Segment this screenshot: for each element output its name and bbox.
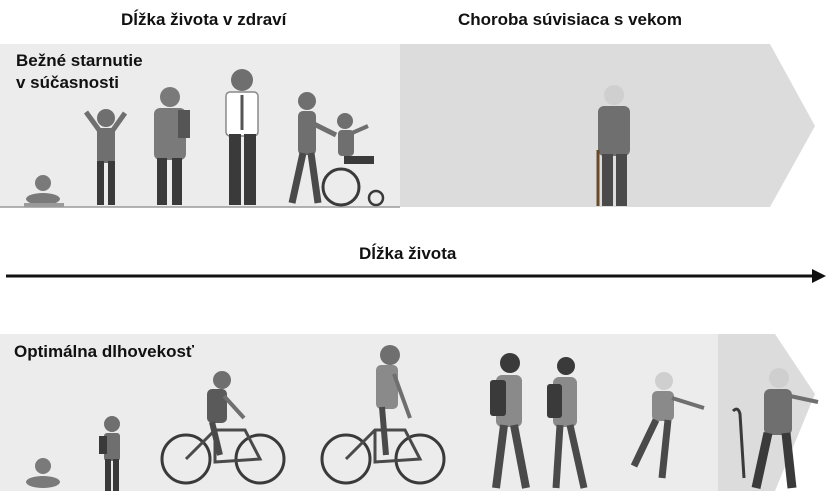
cyclist-figure-2 [320, 345, 446, 485]
child-figure-top [83, 109, 128, 205]
adult-man-figure-top [225, 69, 259, 205]
current-aging-title-line1: Bežné starnutie [16, 51, 143, 70]
healthspan-header: Dĺžka života v zdraví [121, 10, 287, 29]
wheelchair-user-figure-top [321, 113, 385, 207]
current-aging-title-line2: v súčasnosti [16, 73, 119, 92]
hiker-man-figure [490, 353, 530, 489]
elderly-runner-figure [630, 372, 705, 479]
baby-figure-bottom [26, 458, 60, 488]
current-aging-title: Bežné starnutie v súčasnosti [16, 50, 186, 94]
cyclist-figure-1 [160, 371, 286, 485]
teen-figure-top [154, 87, 190, 205]
age-related-disease-header: Choroba súvisiaca s vekom [458, 10, 682, 29]
optimal-longevity-title: Optimálna dlhovekosť [14, 342, 195, 361]
elderly-figure-top [596, 85, 630, 206]
lifespan-arrow [6, 269, 826, 283]
woman-figure-top [288, 92, 338, 204]
elderly-man-cane-figure [731, 368, 819, 489]
child-figure-bottom [99, 416, 120, 491]
baby-figure-top [24, 175, 64, 207]
lifespan-label: Dĺžka života [359, 244, 457, 263]
hiker-woman-figure [547, 357, 588, 489]
